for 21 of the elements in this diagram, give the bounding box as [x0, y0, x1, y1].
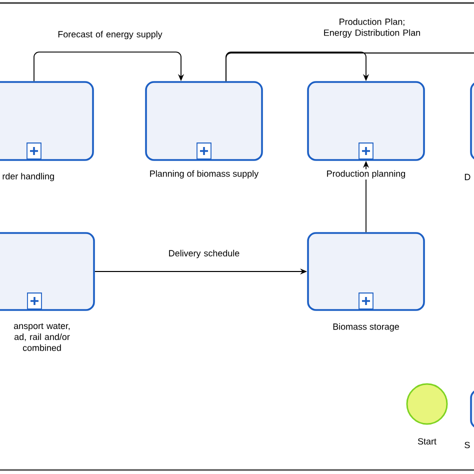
connector-arrow: [226, 52, 370, 82]
node-label: rder handling: [2, 172, 54, 182]
edge-label: Forecast of energy supply: [58, 30, 162, 40]
subprocess-box: [0, 232, 95, 311]
edge-label: Delivery schedule: [169, 250, 240, 258]
subprocess-box: [307, 81, 425, 161]
subprocess-box: [470, 81, 474, 161]
subprocess-box: [470, 389, 474, 429]
node-label: D: [464, 174, 470, 180]
connector-arrow: [34, 52, 184, 82]
node-label: ansport water, ad, rail and/or combined: [14, 323, 70, 351]
node-label: Production planning: [327, 170, 406, 179]
node-label: Start: [418, 438, 436, 445]
node-label: Biomass storage: [333, 323, 399, 332]
edge-label: Production Plan; Energy Distribution Plan: [324, 18, 420, 38]
start-event-circle: [406, 383, 448, 425]
subprocess-box: [0, 81, 94, 161]
subprocess-box: [307, 232, 425, 311]
node-label: Planning of biomass supply: [150, 170, 259, 179]
subprocess-box: [145, 81, 263, 161]
node-label: S: [464, 442, 470, 448]
